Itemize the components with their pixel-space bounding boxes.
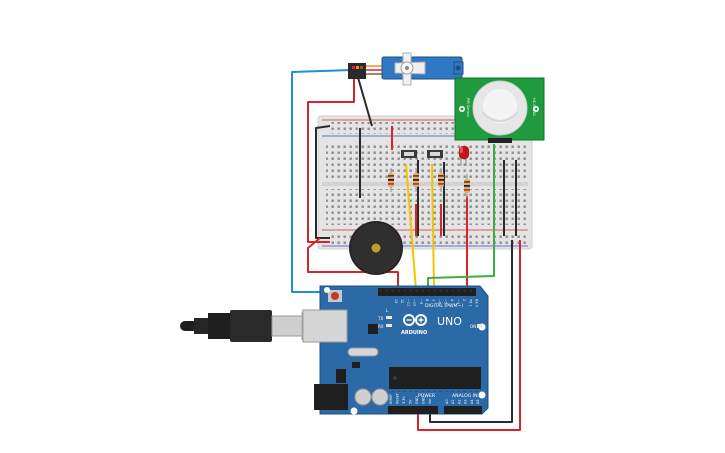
resistor-2 [413, 168, 419, 192]
pin-label: TX 1 [468, 298, 472, 307]
pin-label: ~3 [456, 299, 460, 304]
push-button-1[interactable] [401, 150, 417, 158]
wires [291, 69, 521, 431]
pin-label: 12 [400, 299, 404, 303]
red-led[interactable] [459, 146, 469, 166]
pin-label: 2 [462, 299, 466, 301]
pin-label: ~6 [437, 299, 441, 304]
on-led [477, 324, 482, 328]
arduino-infinity-logo-icon [403, 314, 427, 326]
pin-label: A1 [451, 400, 455, 404]
pin-label: A0 [445, 400, 449, 404]
rx-label: RX [378, 324, 384, 329]
pin-label: A5 [476, 400, 480, 404]
piezo-buzzer-icon[interactable] [349, 221, 403, 275]
resistor-1 [388, 168, 394, 192]
arduino-uno-board[interactable]: UNO ARDUINO DIGITAL (PWM~) POWER ANALOG … [302, 285, 489, 415]
pin-label: Vin [428, 399, 432, 404]
pin-label: A3 [464, 400, 468, 404]
wire-black-bottom-gnd [429, 240, 513, 423]
tx-led [386, 316, 392, 319]
resistor-3 [438, 168, 444, 192]
pin-label: A4 [470, 400, 474, 404]
analog-label: ANALOG IN [452, 393, 478, 399]
arduino-brand-label: ARDUINO [401, 330, 427, 336]
pin-label: GND [415, 396, 419, 404]
l-label: L [386, 308, 389, 313]
pin-label: 3.3V [402, 396, 406, 404]
pin-label: RESET [396, 392, 400, 404]
digital-label: DIGITAL (PWM~) [425, 303, 463, 309]
pir-label-left: PIR Sensor [466, 98, 470, 118]
wire-red-bottom-5v [417, 240, 521, 431]
pin-label: ~5 [444, 299, 448, 304]
pin-label: ~9 [419, 299, 423, 304]
pin-label: GND [422, 396, 426, 404]
pin-label: 4 [450, 299, 454, 301]
pin-label: ~11 [406, 299, 410, 306]
pin-label: IOREF [389, 394, 393, 404]
wire-green-pir [427, 144, 495, 290]
pir-sensor[interactable]: PIR Sensor HC-SR501 [454, 77, 545, 143]
wire-black-servo-gnd [356, 73, 373, 127]
servo-motor[interactable] [348, 52, 464, 86]
wire-black-rail-gnd [315, 125, 331, 239]
wire-yellow-2 [431, 163, 435, 291]
resistors[interactable] [388, 168, 470, 198]
wire-red-5v-rail [307, 237, 399, 290]
pin-label: ~10 [413, 299, 417, 306]
resistor-4 [464, 174, 470, 198]
usb-cable-icon [180, 310, 325, 342]
wire-yellow-1 [405, 163, 417, 291]
wire-blue-servo-signal [291, 69, 353, 293]
rx-led [386, 324, 392, 327]
push-button-2[interactable] [427, 150, 443, 158]
pin-label: 13 [394, 299, 398, 303]
on-label: ON [470, 324, 476, 329]
uno-label: UNO [437, 315, 462, 328]
pin-label: RX 0 [475, 299, 479, 307]
power-label: POWER [418, 393, 436, 399]
pin-label: A2 [457, 400, 461, 404]
tx-label: TX [377, 316, 383, 321]
pin-label: 7 [431, 299, 435, 301]
pir-label-right: HC-SR501 [532, 98, 536, 116]
pin-label: 8 [425, 299, 429, 301]
pin-label: 5V [409, 399, 413, 404]
